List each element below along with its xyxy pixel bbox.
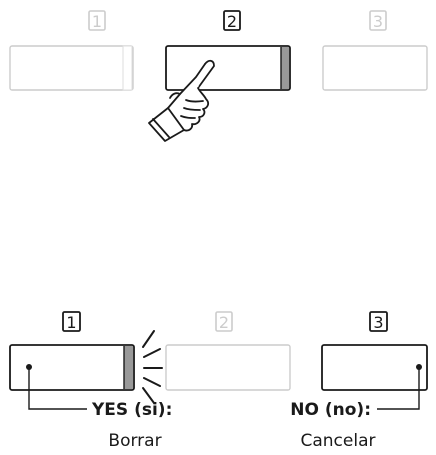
bottom-row: 1 2 3 — [9, 311, 428, 451]
top-button-1[interactable]: 1 — [9, 10, 134, 91]
bottom-indicator-1 — [124, 346, 133, 389]
top-number-3: 3 — [373, 12, 383, 31]
bottom-number-1: 1 — [66, 313, 76, 332]
top-panel-1 — [9, 45, 134, 91]
top-number-box-1 — [88, 10, 106, 31]
bottom-number-box-2 — [215, 311, 233, 332]
top-panel-2 — [165, 45, 291, 91]
top-indicator-2 — [281, 47, 289, 89]
yes-description: Borrar — [108, 431, 161, 451]
pointing-hand-icon — [148, 59, 215, 142]
bottom-panel-1 — [9, 344, 135, 391]
top-panel-3 — [322, 45, 428, 91]
bottom-number-2: 2 — [219, 313, 229, 332]
bottom-number-box-3 — [369, 311, 388, 332]
top-button-2[interactable]: 2 — [165, 10, 291, 91]
flash-rays-icon — [142, 330, 163, 404]
bottom-number-box-1 — [62, 311, 81, 332]
top-number-1: 1 — [92, 12, 102, 31]
bottom-button-3[interactable]: 3 — [321, 311, 428, 410]
yes-connector — [28, 367, 87, 410]
yes-label: YES (si): — [91, 400, 172, 420]
top-row: 1 2 3 — [9, 10, 428, 142]
bottom-panel-3 — [321, 344, 428, 391]
no-connector — [377, 367, 420, 410]
bottom-number-3: 3 — [373, 313, 383, 332]
bottom-button-2[interactable]: 2 — [165, 311, 291, 391]
top-number-2: 2 — [227, 12, 237, 31]
no-description: Cancelar — [301, 431, 376, 451]
bottom-button-1[interactable]: 1 — [9, 311, 135, 410]
no-label: NO (no): — [290, 400, 371, 420]
top-number-box-2 — [223, 10, 241, 31]
top-indicator-1 — [122, 45, 133, 91]
bottom-panel-2 — [165, 344, 291, 391]
top-number-box-3 — [369, 10, 387, 31]
top-button-3[interactable]: 3 — [322, 10, 428, 91]
